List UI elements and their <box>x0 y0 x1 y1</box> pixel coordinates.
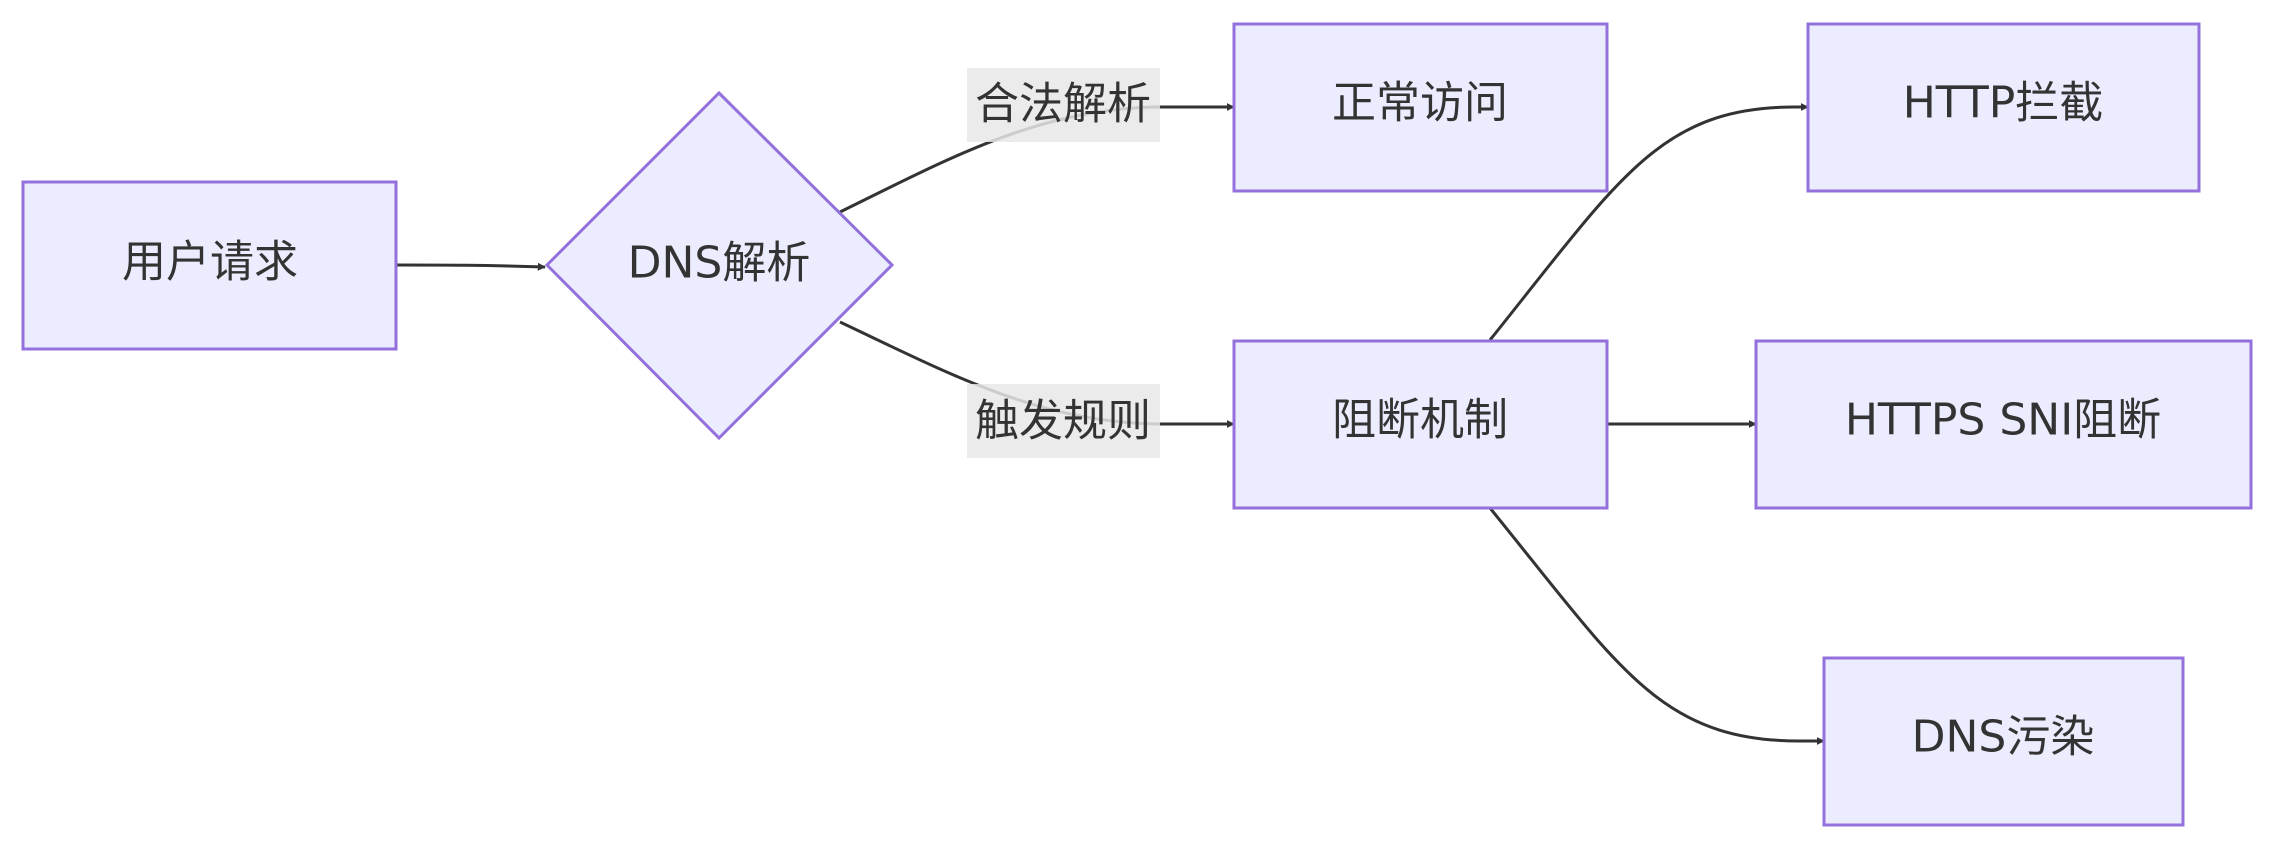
node-dns-pollution-label: DNS污染 <box>1912 712 2095 763</box>
node-http-intercept-label: HTTP拦截 <box>1903 78 2104 129</box>
edge-block-to-http <box>1488 103 1809 341</box>
node-block-mechanism-label: 阻断机制 <box>1332 395 1508 446</box>
edge-label-trigger-rule-text: 触发规则 <box>975 396 1151 447</box>
node-https-sni-block[interactable]: HTTPS SNI阻断 <box>1754 339 2253 510</box>
edge-request-to-dns <box>395 262 546 271</box>
node-normal-access-label: 正常访问 <box>1332 78 1508 129</box>
node-user-request-label: 用户请求 <box>122 237 298 288</box>
edge-label-trigger-rule: 触发规则 <box>967 384 1160 458</box>
node-dns-resolve-label: DNS解析 <box>628 238 811 289</box>
edge-label-legal-resolve-text: 合法解析 <box>975 79 1151 130</box>
edge-label-legal-resolve: 合法解析 <box>967 68 1160 142</box>
node-block-mechanism[interactable]: 阻断机制 <box>1232 339 1609 510</box>
node-normal-access[interactable]: 正常访问 <box>1232 22 1609 193</box>
node-dns-pollution[interactable]: DNS污染 <box>1822 656 2185 827</box>
edge-block-to-dnspollution <box>1488 507 1825 745</box>
node-dns-resolve[interactable]: DNS解析 <box>544 90 895 441</box>
node-https-sni-block-label: HTTPS SNI阻断 <box>1845 395 2161 446</box>
node-user-request[interactable]: 用户请求 <box>21 180 398 351</box>
node-http-intercept[interactable]: HTTP拦截 <box>1806 22 2201 193</box>
